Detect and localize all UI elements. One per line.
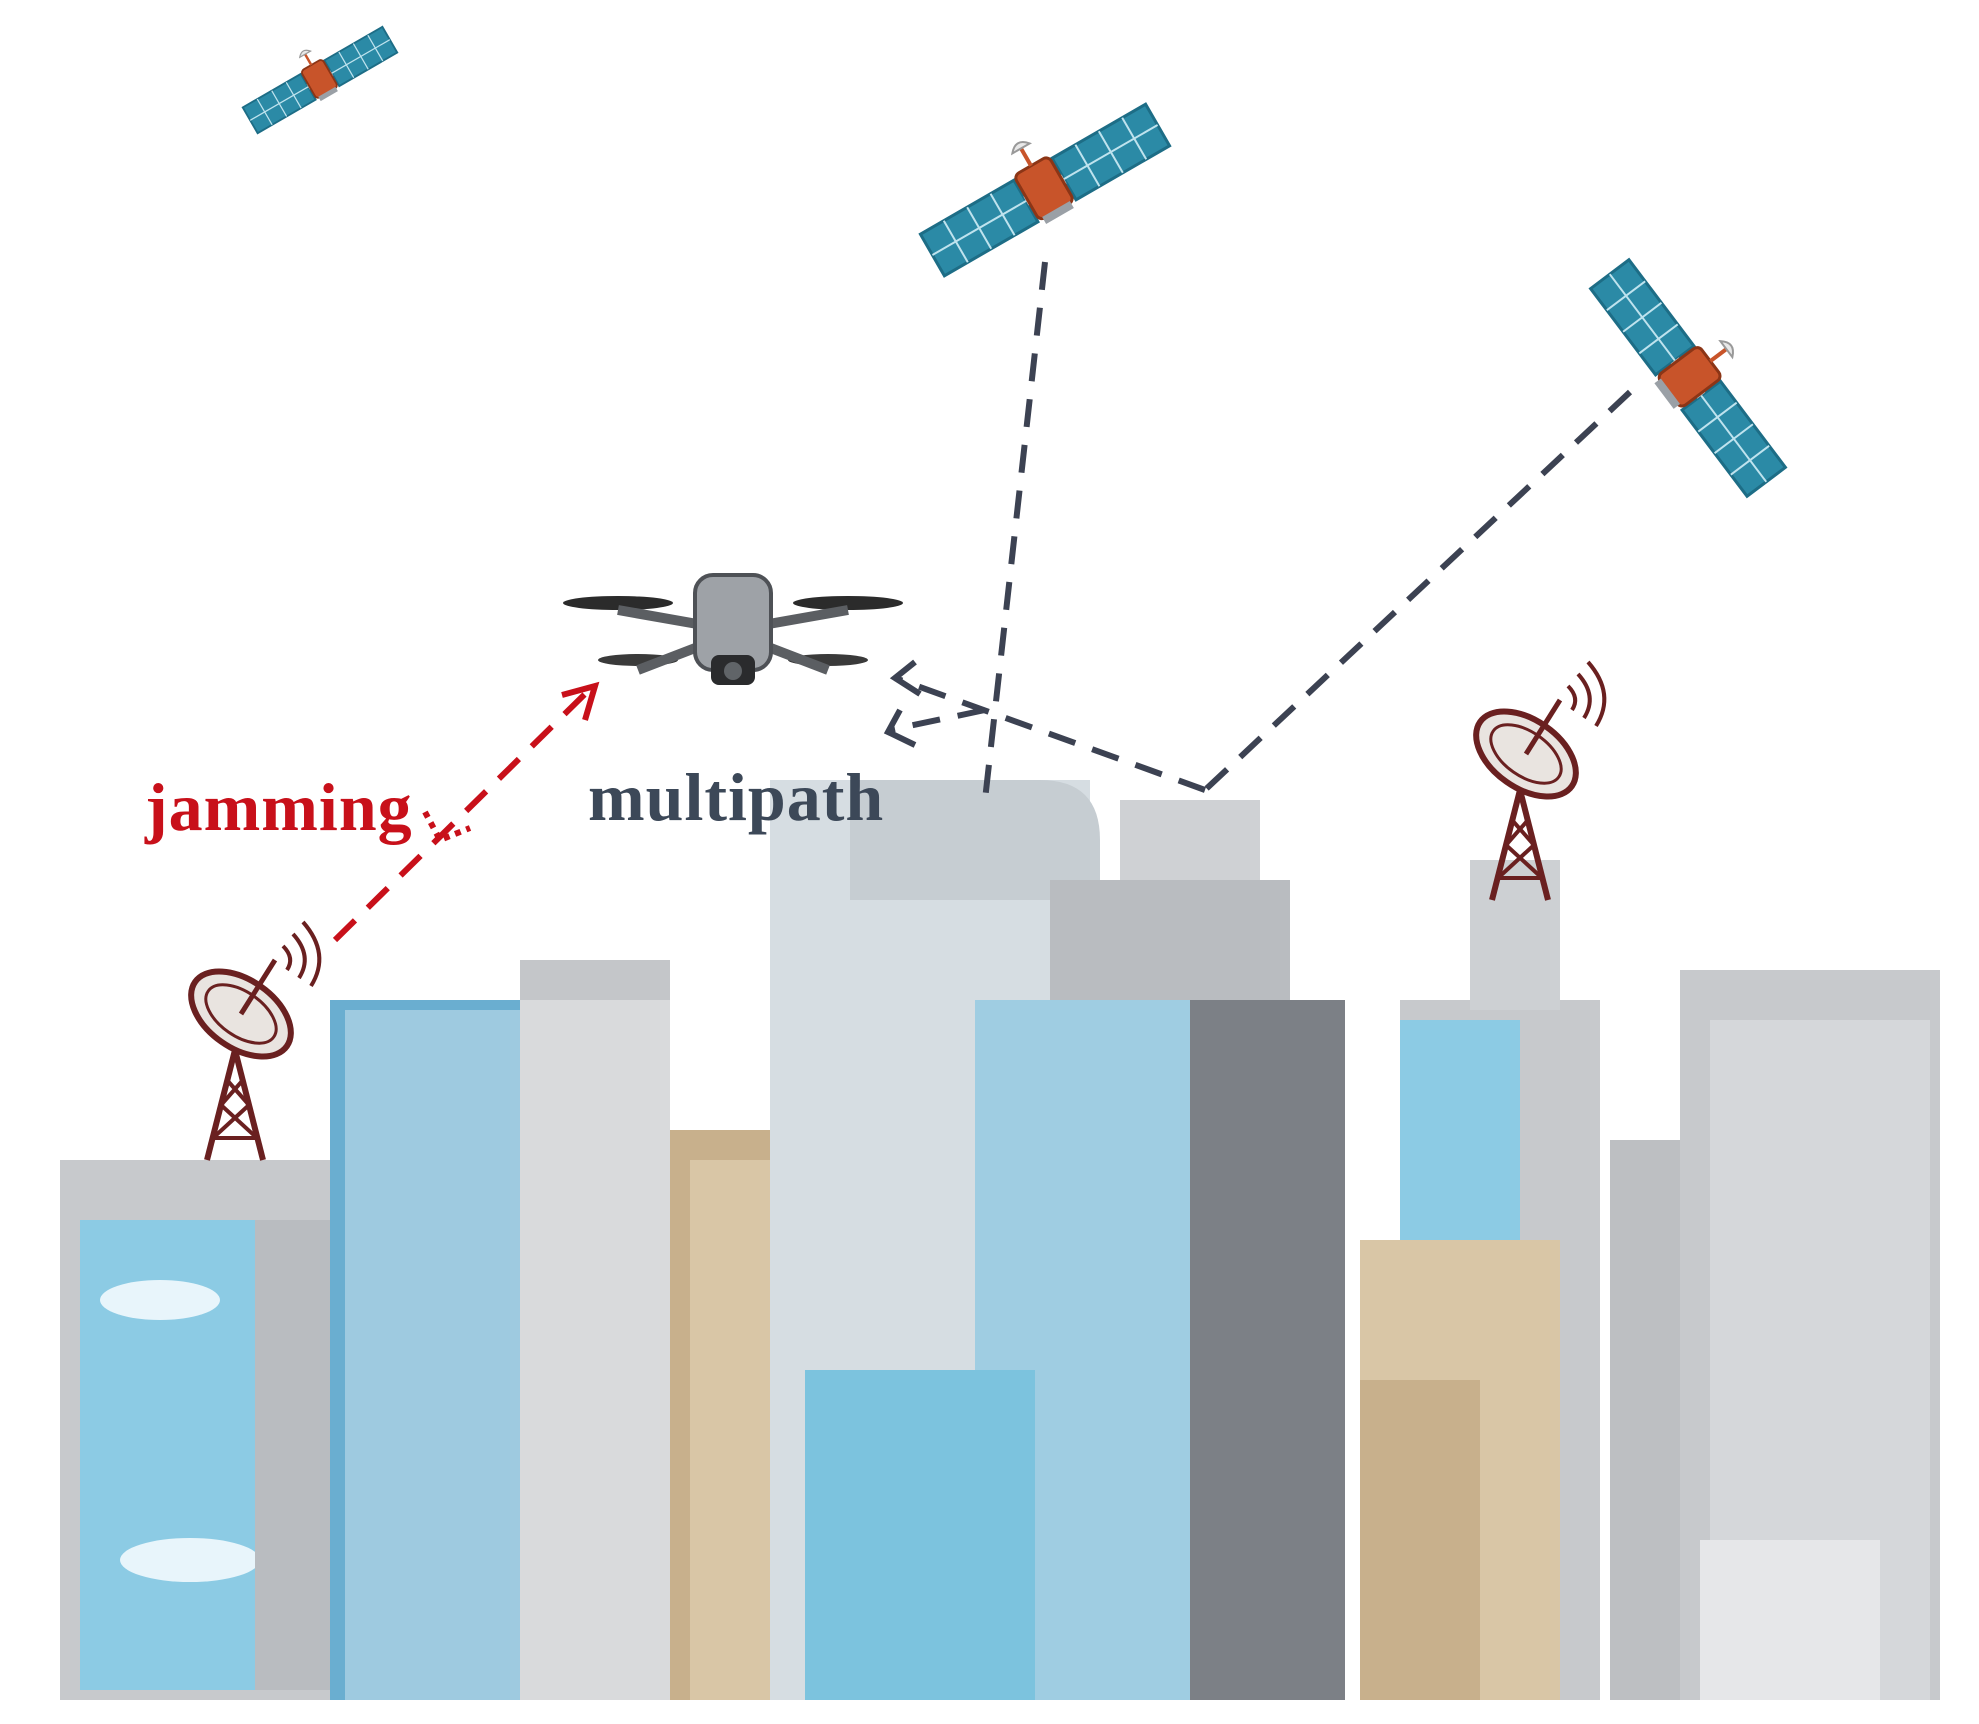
building-center-glass bbox=[975, 880, 1345, 1700]
city-skyline bbox=[60, 780, 1940, 1700]
drone-icon bbox=[563, 573, 903, 685]
arrow-head bbox=[883, 708, 917, 748]
building-tan-right bbox=[1360, 1240, 1560, 1700]
satellite-icon bbox=[232, 9, 401, 138]
jamming-label: jamming bbox=[145, 769, 413, 845]
multipath-path bbox=[893, 675, 1207, 793]
multipath-path bbox=[889, 707, 986, 733]
arrow-head bbox=[422, 810, 472, 844]
building-foreground-glass bbox=[805, 1370, 1880, 1700]
jamming-path bbox=[332, 691, 588, 943]
satellite-icon bbox=[903, 76, 1175, 283]
arrow-heads bbox=[422, 659, 922, 844]
building-far-left bbox=[60, 1160, 360, 1700]
dish-antenna-icon bbox=[176, 922, 320, 1160]
multipath-label: multipath bbox=[588, 759, 885, 835]
arrow-head bbox=[889, 659, 922, 697]
signal-paths bbox=[332, 261, 1633, 943]
satellite-icon bbox=[1578, 223, 1817, 518]
building-left-tall bbox=[330, 960, 670, 1700]
multipath-path bbox=[1202, 389, 1633, 793]
arrow-head bbox=[561, 681, 600, 721]
